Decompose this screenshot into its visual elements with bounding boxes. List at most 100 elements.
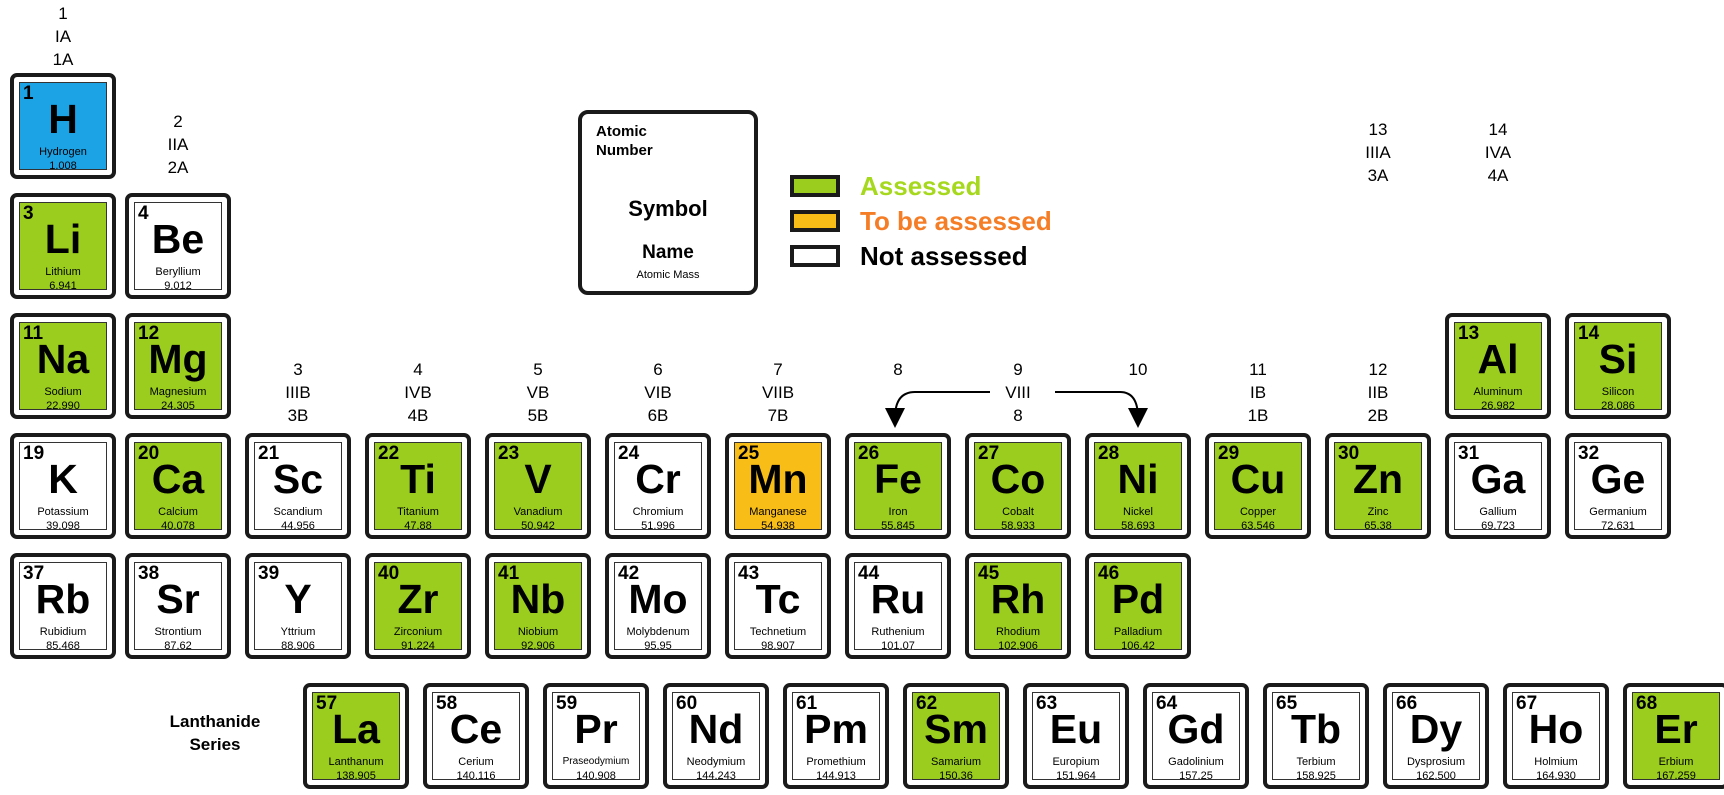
group-label-line: 8	[893, 360, 903, 379]
element-number: 11	[23, 323, 44, 344]
group-label-line: 6	[653, 360, 663, 379]
group-label-line: 2A	[167, 158, 189, 177]
element-mass: 65.38	[1364, 520, 1392, 532]
group-label-line: 9	[1013, 360, 1023, 379]
element-number: 42	[618, 563, 640, 584]
element-symbol: La	[332, 706, 380, 752]
group-label-line: 8	[1013, 406, 1023, 425]
element-name: Erbium	[1658, 756, 1694, 768]
element-mass: 44.956	[281, 520, 315, 532]
element-number: 27	[978, 443, 1000, 464]
legend-label-not-assessed: Not assessed	[860, 241, 1028, 271]
element-name: Magnesium	[149, 386, 207, 398]
element-mass: 140.116	[456, 770, 496, 782]
element-number: 46	[1098, 563, 1120, 584]
lanthanide-series-label: Lanthanide Series	[169, 712, 261, 754]
key-atomic-mass: Atomic Mass	[636, 269, 700, 281]
element-mass: 47.88	[404, 520, 432, 532]
element-mass: 88.906	[281, 640, 315, 652]
element-number: 66	[1396, 693, 1418, 714]
element-name: Nickel	[1123, 506, 1153, 518]
element-number: 57	[316, 693, 338, 714]
element-mass: 28.086	[1601, 400, 1635, 412]
group-label-line: 5	[533, 360, 543, 379]
group-label-line: IIIA	[1365, 143, 1391, 162]
element-number: 38	[138, 563, 160, 584]
element-mass: 144.913	[816, 770, 856, 782]
group-label-line: 4A	[1487, 166, 1509, 185]
element-symbol: Ce	[449, 706, 503, 752]
element-symbol: Mn	[748, 456, 808, 502]
group-label-line: VIIB	[761, 383, 795, 402]
element-mass: 167.259	[1656, 770, 1696, 782]
element-name: Lanthanum	[328, 756, 384, 768]
element-mass: 63.546	[1241, 520, 1275, 532]
group-label-line: 10	[1128, 360, 1148, 379]
element-symbol: Sc	[272, 456, 324, 502]
element-symbol: Co	[990, 456, 1046, 502]
element-name: Vanadium	[513, 506, 563, 518]
element-number: 29	[1218, 443, 1240, 464]
element-mass: 40.078	[161, 520, 195, 532]
element-name: Ruthenium	[871, 626, 925, 638]
element-mass: 101.07	[881, 640, 915, 652]
element-number: 65	[1276, 693, 1298, 714]
element-symbol: Gd	[1167, 706, 1225, 752]
element-key: Atomic Number Symbol Name Atomic Mass	[578, 110, 758, 295]
element-symbol: Mg	[148, 336, 208, 382]
element-name: Sodium	[44, 386, 82, 398]
group-label-line: VIB	[644, 383, 672, 402]
element-symbol: Cr	[635, 456, 681, 502]
key-name: Name	[642, 242, 694, 263]
group-label-line: 13	[1368, 120, 1388, 139]
group-label-line: 2	[173, 112, 183, 131]
element-name: Molybdenum	[626, 626, 690, 638]
element-mass: 157.25	[1179, 770, 1213, 782]
element-name: Cerium	[458, 756, 494, 768]
group-label-line: 3A	[1367, 166, 1389, 185]
element-name: Silicon	[1601, 386, 1635, 398]
element-mass: 39.098	[46, 520, 80, 532]
group-label-line: IA	[54, 27, 72, 46]
element-symbol: Y	[284, 576, 312, 622]
element-mass: 158.925	[1296, 770, 1336, 782]
element-symbol: Fe	[874, 456, 922, 502]
element-symbol: Al	[1477, 336, 1519, 382]
group-label-line: 12	[1368, 360, 1388, 379]
element-mass: 58.693	[1121, 520, 1155, 532]
group-label-line: 5B	[527, 406, 549, 425]
element-number: 31	[1458, 443, 1480, 464]
element-name: Zinc	[1367, 506, 1389, 518]
legend-label-to-be-assessed: To be assessed	[860, 206, 1052, 236]
group-label-line: 7	[773, 360, 783, 379]
element-number: 13	[1458, 323, 1480, 344]
element-symbol: Na	[36, 336, 90, 382]
